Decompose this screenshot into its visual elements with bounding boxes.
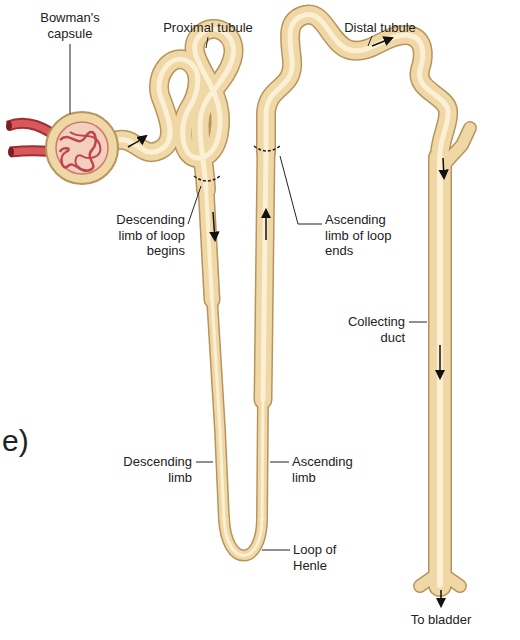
part-label: Bowman's capsule [30, 10, 110, 41]
panel-letter: e) [2, 424, 29, 457]
bowmans-capsule [46, 112, 118, 184]
part-label: To bladder [391, 612, 491, 628]
tubule [112, 15, 470, 586]
part-label: Ascending limb of loop ends [325, 212, 405, 259]
part-label: Distal tubule [325, 20, 435, 36]
part-label: Loop of Henle [293, 542, 353, 573]
part-label: Descending limb [108, 454, 192, 485]
limb-boundary [194, 146, 280, 181]
part-label: Proximal tubule [148, 20, 268, 36]
part-label: Ascending limb [292, 454, 376, 485]
part-label: Descending limb of loop begins [105, 212, 185, 259]
flow-arrow [128, 38, 444, 606]
leader-line [70, 36, 427, 550]
part-label: Collecting duct [325, 314, 405, 345]
